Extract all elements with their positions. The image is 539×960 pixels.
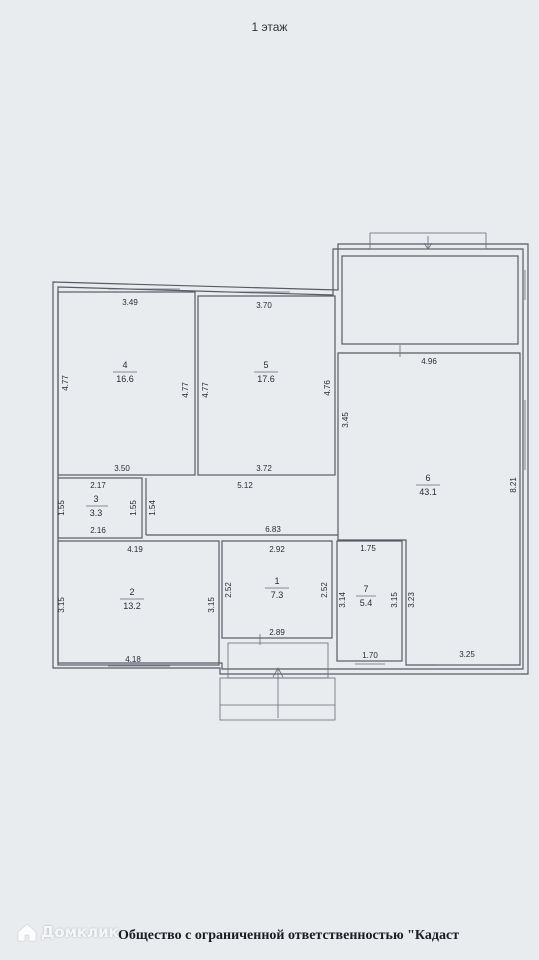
room-6-number: 6 bbox=[425, 473, 430, 483]
dim-label: 3.70 bbox=[256, 301, 272, 310]
dim-label: 6.83 bbox=[265, 525, 281, 534]
outer-walls bbox=[52, 243, 529, 675]
room-4-outline bbox=[57, 291, 196, 476]
dim-label: 3.45 bbox=[341, 412, 350, 428]
floor-title: 1 этаж bbox=[251, 20, 288, 34]
dim-label: 2.52 bbox=[224, 582, 233, 598]
room-5-number: 5 bbox=[263, 360, 268, 370]
dim-label: 4.19 bbox=[127, 545, 143, 554]
dim-label: 3.15 bbox=[207, 597, 216, 613]
dim-label: 2.92 bbox=[269, 545, 285, 554]
dim-label: 3.14 bbox=[338, 592, 347, 608]
room-7-area: 5.4 bbox=[360, 598, 373, 608]
room-2-area: 13.2 bbox=[123, 601, 141, 611]
watermark-text: Домклик bbox=[41, 923, 119, 941]
room-3-number: 3 bbox=[93, 494, 98, 504]
room-5-area: 17.6 bbox=[257, 374, 275, 384]
entrance-porch bbox=[219, 642, 336, 721]
dim-label: 3.15 bbox=[57, 597, 66, 613]
room-1-area: 7.3 bbox=[271, 590, 284, 600]
dim-label: 4.96 bbox=[421, 357, 437, 366]
room-2-outline bbox=[57, 540, 220, 666]
room-1-number: 1 bbox=[274, 576, 279, 586]
room-3-area: 3.3 bbox=[90, 508, 103, 518]
room-labels: 4 16.6 5 17.6 3 3.3 6 43.1 2 13.2 1 7.3 … bbox=[86, 360, 440, 611]
watermark-domclick: Домклик bbox=[16, 921, 119, 943]
room-4-number: 4 bbox=[122, 360, 127, 370]
room-7-number: 7 bbox=[363, 584, 368, 594]
room-1-outline bbox=[221, 540, 333, 639]
dim-label: 3.72 bbox=[256, 464, 272, 473]
room-6-outline bbox=[337, 352, 521, 666]
dim-label: 3.50 bbox=[114, 464, 130, 473]
dimension-labels: 3.49 4.77 4.77 3.50 3.70 4.77 4.76 3.72 … bbox=[57, 298, 518, 664]
room-6-area: 43.1 bbox=[419, 487, 437, 497]
dim-label: 3.15 bbox=[390, 592, 399, 608]
dim-label: 3.49 bbox=[122, 298, 138, 307]
dim-label: 8.21 bbox=[509, 477, 518, 493]
house-logo-icon bbox=[17, 923, 37, 942]
dim-label: 4.77 bbox=[181, 382, 190, 398]
dim-label: 4.76 bbox=[323, 380, 332, 396]
dim-label: 2.17 bbox=[90, 481, 106, 490]
top-terrace bbox=[341, 232, 519, 345]
dim-label: 1.70 bbox=[362, 651, 378, 660]
room-7-outline bbox=[336, 540, 403, 662]
windows bbox=[108, 270, 526, 667]
dim-label: 5.12 bbox=[237, 481, 253, 490]
dim-label: 4.77 bbox=[61, 375, 70, 391]
dim-label: 3.25 bbox=[459, 650, 475, 659]
dim-label: 2.89 bbox=[269, 628, 285, 637]
dim-label: 1.54 bbox=[148, 500, 157, 516]
dim-label: 1.55 bbox=[57, 500, 66, 516]
dim-label: 2.52 bbox=[320, 582, 329, 598]
dim-label: 1.75 bbox=[360, 544, 376, 553]
room-3-outline bbox=[57, 477, 143, 539]
company-footer: Общество с ограниченной ответственностью… bbox=[118, 928, 460, 943]
dim-label: 1.55 bbox=[129, 500, 138, 516]
dim-label: 3.23 bbox=[407, 592, 416, 608]
dim-label: 4.77 bbox=[201, 382, 210, 398]
dim-label: 4.18 bbox=[125, 655, 141, 664]
dim-label: 2.16 bbox=[90, 526, 106, 535]
room-4-area: 16.6 bbox=[116, 374, 134, 384]
room-2-number: 2 bbox=[129, 587, 134, 597]
room-5-outline bbox=[197, 295, 336, 476]
